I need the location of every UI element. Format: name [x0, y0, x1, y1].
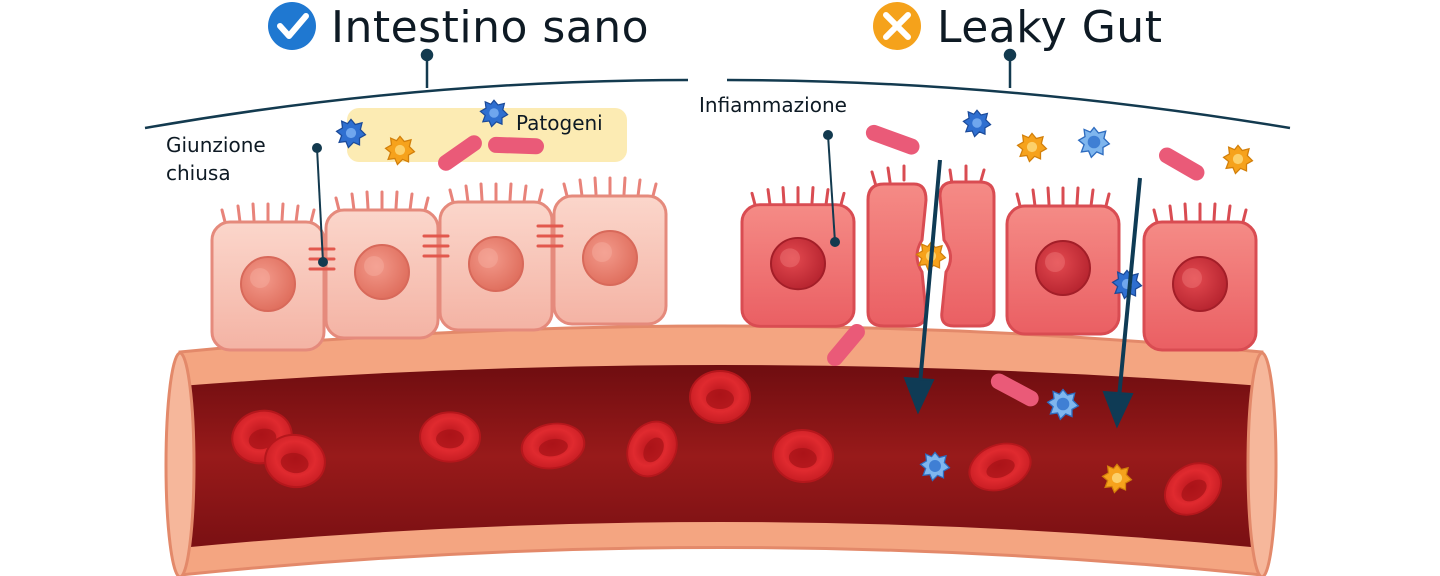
leaky-title: Leaky Gut [937, 2, 1162, 53]
tight-junction-label-line2: chiusa [166, 161, 231, 185]
label-pointers [312, 130, 840, 267]
leaky-epithelium [740, 164, 1258, 352]
healthy-cell [552, 176, 668, 326]
healthy-bracket [144, 48, 689, 130]
healthy-epithelium [210, 176, 668, 352]
blood-vessel [164, 324, 1278, 576]
inflammation-label: Infiammazione [699, 93, 847, 117]
damaged-cell [866, 164, 996, 328]
inflamed-cell [1005, 186, 1121, 336]
check-circle-icon [268, 2, 316, 50]
vessel-right-cap [1246, 351, 1278, 576]
pathogens [335, 99, 1254, 494]
healthy-badge [268, 2, 316, 50]
healthy-title: Intestino sano [331, 2, 649, 53]
leaky-bracket [726, 48, 1291, 130]
inflamed-cell [1142, 202, 1258, 352]
vessel-left-cap [164, 351, 196, 576]
leakage-arrows [903, 159, 1142, 429]
healthy-cell [210, 202, 326, 352]
healthy-cell [438, 182, 554, 332]
tight-junction-label: Giunzione [166, 133, 266, 157]
leaky-badge [873, 2, 921, 50]
vessel-lumen [180, 365, 1262, 548]
tight-junctions [308, 224, 564, 271]
healthy-cell [324, 190, 440, 340]
pathogen-highlight-box [347, 108, 627, 162]
inflamed-cell [740, 186, 856, 328]
pathogens-label: Patogeni [516, 111, 603, 135]
